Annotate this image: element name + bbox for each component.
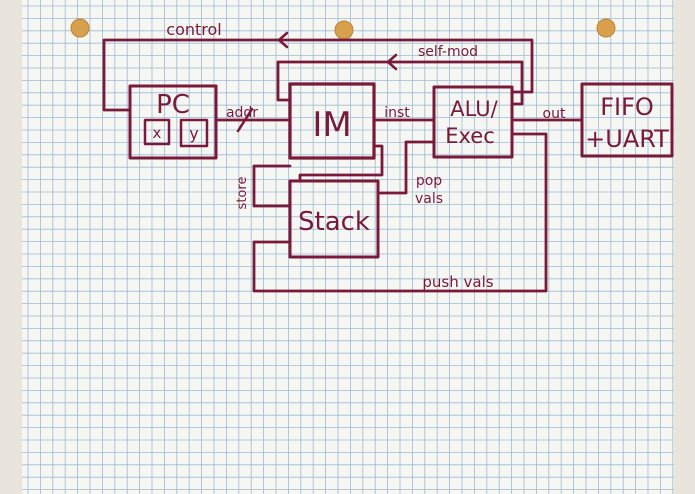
self-mod-arrow — [386, 53, 398, 71]
pc-y-register — [179, 118, 209, 148]
addr-label: addr — [226, 105, 258, 121]
control-wire — [102, 38, 534, 112]
self-mod-wire — [276, 60, 524, 106]
fifo-title-line2: +UART — [585, 125, 669, 153]
inst-label: inst — [384, 105, 410, 121]
push-vals-wire — [252, 132, 548, 293]
control-label: control — [166, 20, 221, 39]
fifo-title-line1: FIFO — [600, 93, 654, 121]
store-wire — [252, 164, 292, 208]
stack-title: Stack — [298, 207, 370, 237]
pc-y-label: y — [189, 124, 198, 143]
addr-bus-slash — [236, 107, 254, 133]
im-title: IM — [312, 105, 351, 145]
pop-vals-label-line1: pop — [416, 173, 442, 189]
pc-box — [128, 84, 218, 160]
store-label: store — [235, 177, 250, 210]
pc-title: PC — [156, 90, 190, 120]
alu-title-line2: Exec — [445, 124, 495, 148]
push-vals-label: push vals — [422, 273, 493, 291]
control-arrow — [277, 31, 289, 49]
binder-hole-left — [70, 18, 90, 38]
self-mod-label: self-mod — [418, 44, 478, 60]
pc-x-register — [143, 118, 171, 146]
paper-sheet — [22, 0, 674, 494]
pop-vals-label-line2: vals — [415, 191, 443, 207]
binder-hole-middle — [334, 20, 354, 40]
stack-box — [288, 179, 380, 259]
out-label: out — [543, 106, 566, 122]
binder-hole-right — [596, 18, 616, 38]
im-stack-link — [298, 144, 384, 183]
alu-title-line1: ALU/ — [450, 97, 498, 121]
pop-vals-wire — [376, 140, 436, 195]
alu-box — [432, 85, 514, 159]
pc-x-label: x — [153, 124, 162, 142]
